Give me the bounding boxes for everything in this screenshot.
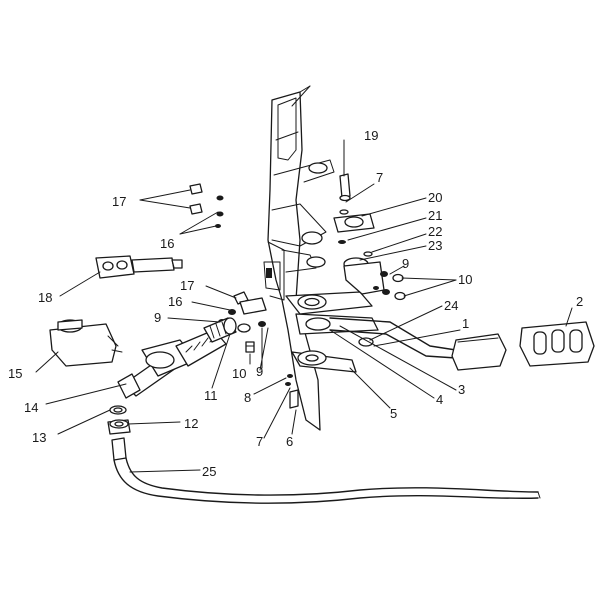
callout-7-lower: 7 xyxy=(256,434,263,449)
callout-25: 25 xyxy=(202,464,216,479)
pedal-pad xyxy=(451,333,507,371)
callout-9-middle: 9 xyxy=(256,364,263,379)
callout-1: 1 xyxy=(462,316,469,331)
callout-10-left: 10 xyxy=(232,366,246,381)
callout-12: 12 xyxy=(184,416,198,431)
pedal-bracket xyxy=(263,85,335,431)
callout-23: 23 xyxy=(428,238,442,253)
callout-16-lower: 16 xyxy=(168,294,182,309)
callout-3: 3 xyxy=(458,382,465,397)
callout-2: 2 xyxy=(576,294,583,309)
callout-18: 18 xyxy=(38,290,52,305)
hydraulic-hose xyxy=(111,437,541,504)
callout-4: 4 xyxy=(436,392,443,407)
callout-9-left: 9 xyxy=(154,310,161,325)
pedal-arms xyxy=(285,291,457,373)
upper-hardware xyxy=(333,173,385,347)
nuts-10 xyxy=(380,271,406,301)
callout-labels: 1 2 3 4 5 6 7 7 8 9 9 9 10 10 11 12 13 1… xyxy=(8,128,583,479)
callout-16-upper: 16 xyxy=(160,236,174,251)
callout-13: 13 xyxy=(32,430,46,445)
pedal-switch xyxy=(95,255,183,279)
leader-lines xyxy=(35,85,573,473)
bolts-upper-left xyxy=(189,183,224,228)
callout-6: 6 xyxy=(286,434,293,449)
callout-24: 24 xyxy=(444,298,458,313)
callout-20: 20 xyxy=(428,190,442,205)
fitting-13-12 xyxy=(107,405,131,435)
bolt-10-left xyxy=(245,341,255,353)
callout-17-upper: 17 xyxy=(112,194,126,209)
callout-17-lower: 17 xyxy=(180,278,194,293)
callout-14: 14 xyxy=(24,400,38,415)
callout-5: 5 xyxy=(390,406,397,421)
callout-15: 15 xyxy=(8,366,22,381)
callout-7-upper: 7 xyxy=(376,170,383,185)
callout-8: 8 xyxy=(244,390,251,405)
callout-19: 19 xyxy=(364,128,378,143)
callout-11: 11 xyxy=(204,388,218,403)
fluid-reservoir xyxy=(49,319,123,367)
pad-cover xyxy=(519,321,595,367)
callout-10-right: 10 xyxy=(458,272,472,287)
callout-9-right: 9 xyxy=(402,256,409,271)
master-cylinder xyxy=(117,317,237,399)
lower-hardware xyxy=(285,374,299,409)
callout-21: 21 xyxy=(428,208,442,223)
callout-22: 22 xyxy=(428,224,442,239)
